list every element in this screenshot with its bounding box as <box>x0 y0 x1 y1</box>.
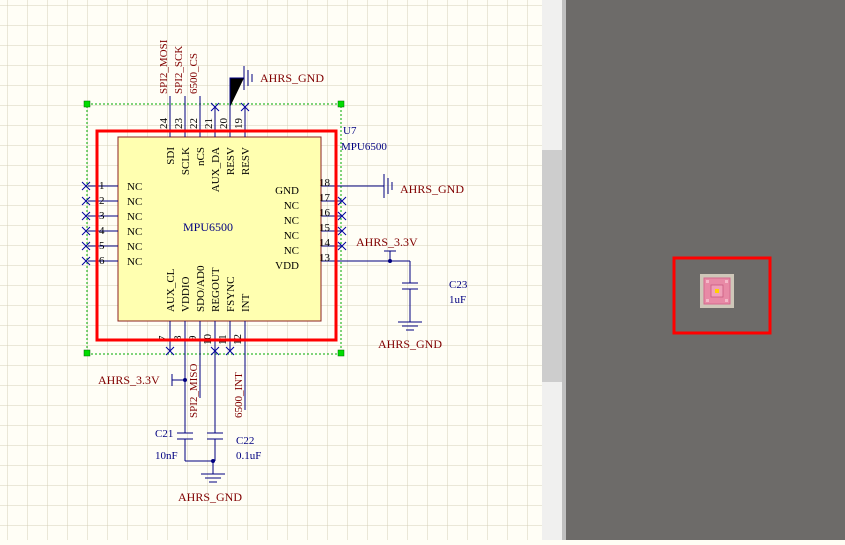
pin-name: NC <box>284 245 299 257</box>
pin-number: 22 <box>188 118 200 129</box>
pin-number: 8 <box>172 335 184 341</box>
power-port-gnd-right[interactable]: AHRS_GND <box>400 182 464 196</box>
no-connect-marks-right <box>337 196 347 251</box>
selection-handle[interactable] <box>337 100 345 108</box>
no-connect-marks-top <box>210 102 250 112</box>
power-port-gnd-bottom[interactable]: AHRS_GND <box>178 490 242 504</box>
pin-number: 9 <box>187 335 199 341</box>
pin-number: 5 <box>99 240 105 252</box>
pin-number: 23 <box>173 118 185 130</box>
no-connect-marks-left <box>81 181 91 266</box>
pin-name: NC <box>127 181 142 193</box>
pin-name: NC <box>284 200 299 212</box>
pin-number: 15 <box>319 222 331 234</box>
pin-number: 6 <box>99 255 105 267</box>
right-pin-lines <box>321 185 341 262</box>
power-port-gnd-top[interactable]: AHRS_GND <box>260 71 324 85</box>
net-label-spi-miso[interactable]: SPI2_MISO <box>188 364 200 418</box>
vertical-scrollbar-thumb[interactable] <box>542 150 562 382</box>
junction-dot <box>211 459 215 463</box>
pin-name: NC <box>127 211 142 223</box>
capacitor-value-c21[interactable]: 10nF <box>155 450 178 462</box>
pin-number: 1 <box>99 180 105 192</box>
component-body-mpu6500[interactable] <box>117 136 322 322</box>
pin-number: 2 <box>99 195 105 207</box>
highlight-box-pcb <box>672 256 772 335</box>
gnd-symbol-right[interactable] <box>341 174 393 198</box>
pin-name: SDO/AD0 <box>195 265 207 312</box>
net-label-6500-int[interactable]: 6500_INT <box>233 372 245 418</box>
pin-number: 18 <box>319 177 331 189</box>
power-port-3v3-left[interactable]: AHRS_3.3V <box>98 373 160 387</box>
pin-name: VDDIO <box>180 277 192 312</box>
pin-name: NC <box>127 241 142 253</box>
gnd-symbol-top[interactable] <box>229 66 253 107</box>
net-label-spi-sck[interactable]: SPI2_SCK <box>173 46 185 94</box>
selection-handle[interactable] <box>83 349 91 357</box>
pin-name: SDI <box>165 147 177 165</box>
pin-name: NC <box>127 196 142 208</box>
highlight-box-schematic <box>95 129 338 342</box>
pin-name: RESV <box>225 147 237 175</box>
pin-name: NC <box>284 215 299 227</box>
pin-name: AUX_DA <box>210 147 222 192</box>
capacitor-value-c23[interactable]: 1uF <box>449 294 466 306</box>
pin-name: INT <box>240 293 252 312</box>
junction-dot <box>388 259 392 263</box>
pin-number: 16 <box>319 207 331 219</box>
selection-handle[interactable] <box>337 349 345 357</box>
pin-number: 21 <box>203 118 215 129</box>
schematic-editor-canvas[interactable]: 1 2 3 4 5 6 NC NC NC NC NC NC 18 17 16 1… <box>0 0 542 540</box>
capacitor-value-c22[interactable]: 0.1uF <box>236 450 261 462</box>
power-port-gnd-c23[interactable]: AHRS_GND <box>378 337 442 351</box>
net-label-spi-mosi[interactable]: SPI2_MOSI <box>158 39 170 94</box>
capacitor-designator-c23[interactable]: C23 <box>449 279 468 291</box>
selection-handle[interactable] <box>83 100 91 108</box>
capacitor-designator-c22[interactable]: C22 <box>236 435 254 447</box>
pin-name: NC <box>127 226 142 238</box>
pin-number: 17 <box>319 192 331 204</box>
pin-name: GND <box>275 185 299 197</box>
pin-number: 3 <box>99 210 105 222</box>
component-comment[interactable]: MPU6500 <box>341 141 387 153</box>
pin-number: 13 <box>319 252 331 264</box>
pin-number: 14 <box>319 237 331 249</box>
pin-name: nCS <box>195 147 207 166</box>
pin-name: AUX_CL <box>165 268 177 312</box>
schematic-drawing: 1 2 3 4 5 6 NC NC NC NC NC NC 18 17 16 1… <box>81 39 468 504</box>
pin-number: 7 <box>157 335 169 341</box>
pcb-preview-pane[interactable] <box>562 0 845 540</box>
pcb-drawing <box>672 256 772 335</box>
pin-name: FSYNC <box>225 277 237 312</box>
pin-number: 20 <box>218 118 230 130</box>
vdd-net <box>341 250 422 331</box>
pin-name: RESV <box>240 147 252 175</box>
pin-name: NC <box>127 256 142 268</box>
power-port-3v3-right[interactable]: AHRS_3.3V <box>356 235 418 249</box>
capacitor-designator-c21[interactable]: C21 <box>155 428 173 440</box>
net-label-6500-cs[interactable]: 6500_CS <box>188 53 200 94</box>
pin-name: SCLK <box>180 147 192 175</box>
pin-name: VDD <box>275 260 299 272</box>
bottom-pin-lines <box>169 321 246 351</box>
pin-number: 19 <box>233 118 245 130</box>
junction-dot <box>183 378 187 382</box>
left-pin-lines <box>88 185 118 262</box>
pin-number: 24 <box>158 118 170 130</box>
pin-number: 4 <box>99 225 105 237</box>
component-designator[interactable]: U7 <box>343 125 357 137</box>
vddio-net <box>171 351 246 483</box>
pin-name: REGOUT <box>210 267 222 312</box>
pin-name: NC <box>284 230 299 242</box>
component-body-label: MPU6500 <box>183 220 233 234</box>
pcb-footprint-mpu6500[interactable] <box>700 274 734 308</box>
top-net-wires <box>169 96 201 107</box>
